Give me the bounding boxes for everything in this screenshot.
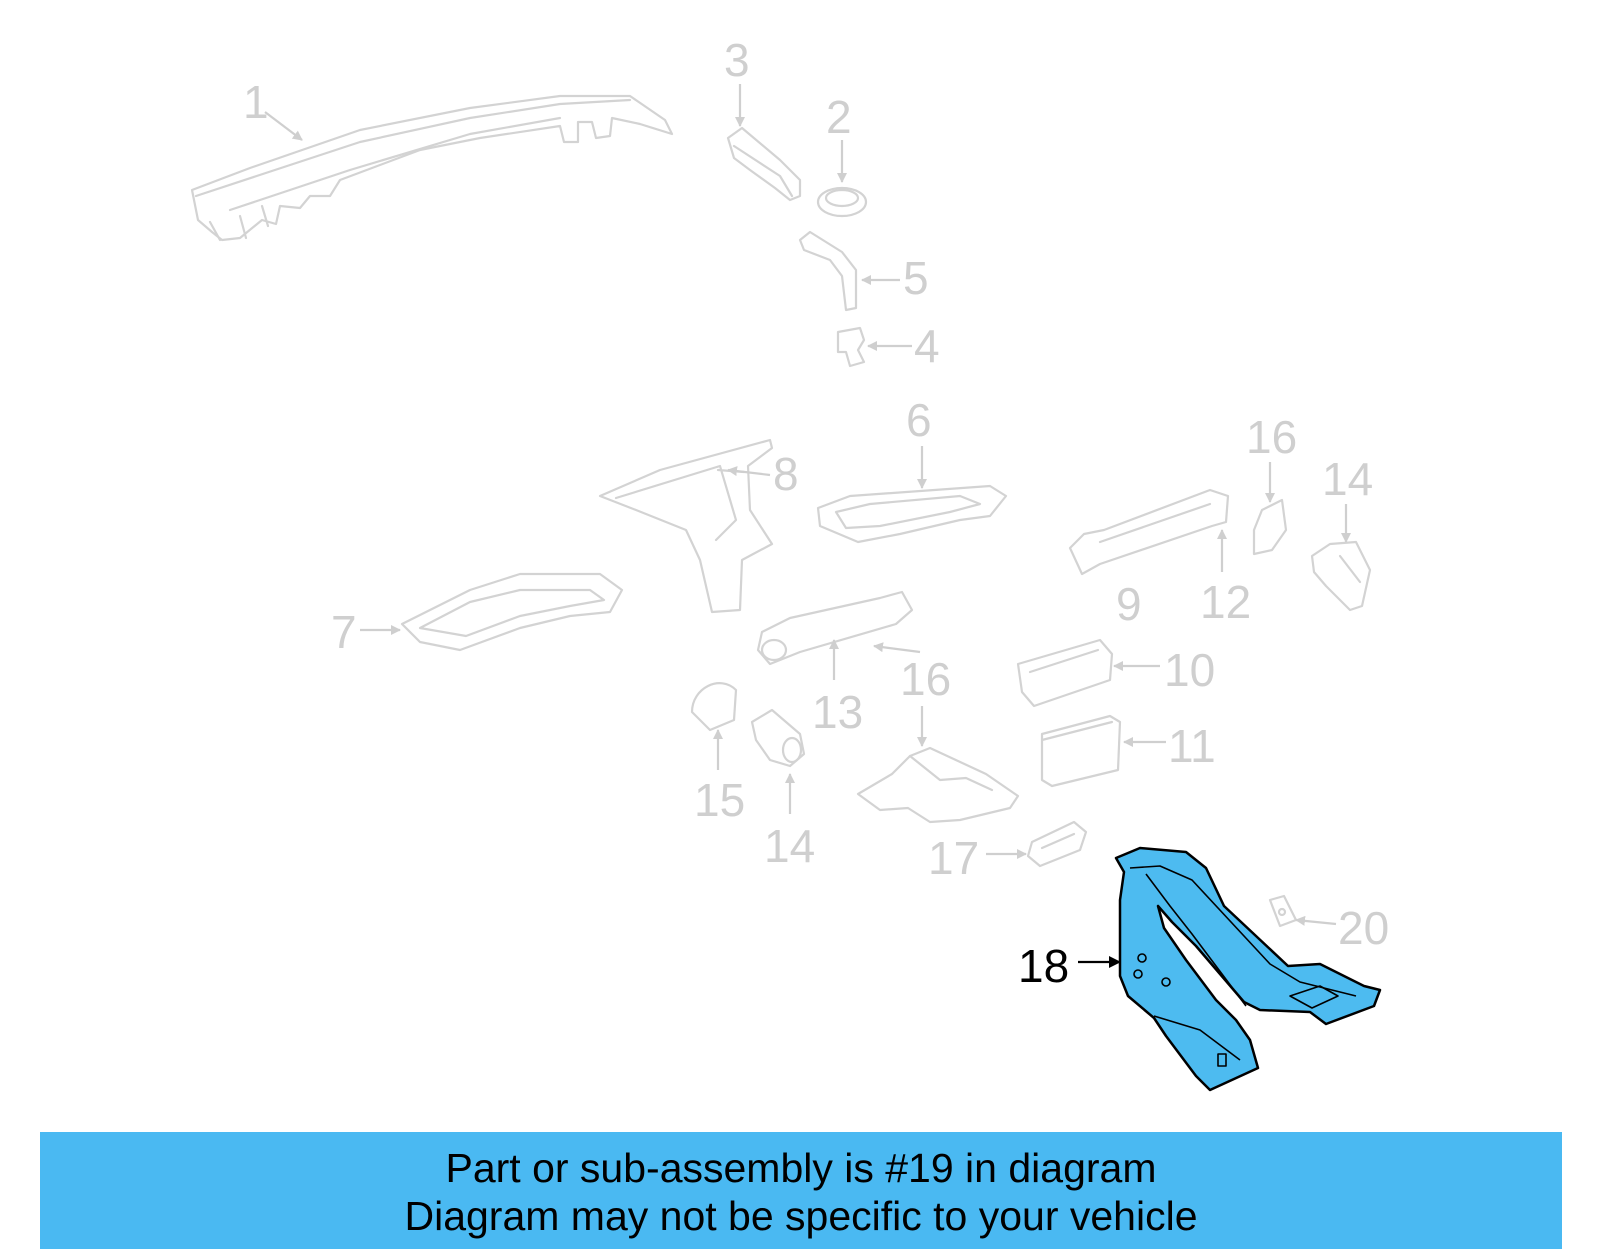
svg-text:4: 4 (914, 320, 940, 372)
part-13-duct (756, 590, 914, 666)
svg-text:13: 13 (812, 686, 863, 738)
callout-13: 13 (812, 639, 863, 738)
callout-3: 3 (724, 34, 750, 127)
part-10-vent (1016, 638, 1114, 708)
callout-16-upper: 16 (1246, 411, 1297, 503)
svg-text:15: 15 (694, 774, 745, 826)
part-7-duct (400, 572, 624, 652)
callout-16-lower: 15 (694, 729, 745, 826)
banner-line-part-number: Part or sub-assembly is #19 in diagram (445, 1145, 1157, 1191)
callout-7: 7 (331, 606, 401, 658)
svg-text:17: 17 (928, 832, 979, 884)
callout-11: 11 (1123, 720, 1216, 772)
svg-text:7: 7 (331, 606, 357, 658)
callout-15: 14 (764, 773, 815, 872)
part-15-vent (750, 708, 806, 768)
svg-text:18: 18 (1018, 940, 1069, 992)
callout-10: 10 (1113, 644, 1215, 696)
callout-14: 14 (1322, 453, 1373, 543)
part-1-duct (190, 94, 674, 242)
svg-text:14: 14 (764, 820, 815, 872)
part-6-duct (816, 484, 1008, 544)
svg-text:14: 14 (1322, 453, 1373, 505)
callout-18: 17 (928, 832, 1027, 884)
part-2-grommet (816, 186, 868, 218)
part-3-bracket (726, 126, 802, 202)
svg-text:8: 8 (773, 448, 799, 500)
callout-2: 2 (826, 91, 852, 183)
svg-text:16: 16 (1246, 411, 1297, 463)
part-14-vent (1310, 540, 1372, 612)
part-5-hose (798, 230, 858, 312)
callout-4: 4 (867, 320, 940, 372)
callout-20: 20 (1295, 902, 1389, 954)
callout-6: 6 (906, 394, 932, 489)
callout-19: 18 (1018, 940, 1121, 992)
svg-text:10: 10 (1164, 644, 1215, 696)
part-18-vent (1026, 820, 1088, 868)
part-9-duct (1068, 488, 1230, 576)
callout-5: 5 (861, 252, 929, 304)
svg-text:20: 20 (1338, 902, 1389, 954)
part-8-duct (598, 438, 774, 614)
callout-9: 9 (1116, 578, 1142, 630)
part-19-duct-highlighted (1114, 846, 1382, 1092)
part-11-vent (1040, 714, 1122, 788)
callout-8: 8 (727, 448, 799, 500)
svg-text:16: 16 (900, 653, 951, 705)
callout-17: 16 (873, 642, 951, 747)
callout-12: 12 (1200, 529, 1251, 628)
svg-text:2: 2 (826, 91, 852, 143)
svg-text:5: 5 (903, 252, 929, 304)
part-16-cap-upper (1252, 498, 1288, 556)
svg-text:9: 9 (1116, 578, 1142, 630)
banner-line-disclaimer: Diagram may not be specific to your vehi… (404, 1193, 1198, 1239)
part-4-clip (836, 326, 866, 368)
part-20-clip (1268, 894, 1298, 928)
svg-text:12: 12 (1200, 576, 1251, 628)
svg-text:6: 6 (906, 394, 932, 446)
part-17-duct (856, 746, 1020, 824)
svg-text:11: 11 (1168, 720, 1216, 772)
svg-text:1: 1 (243, 76, 269, 128)
info-banner: Part or sub-assembly is #19 in diagram D… (40, 1132, 1562, 1249)
svg-text:3: 3 (724, 34, 750, 86)
callout-1: 1 (243, 76, 303, 141)
part-16-cap-lower (690, 682, 738, 732)
